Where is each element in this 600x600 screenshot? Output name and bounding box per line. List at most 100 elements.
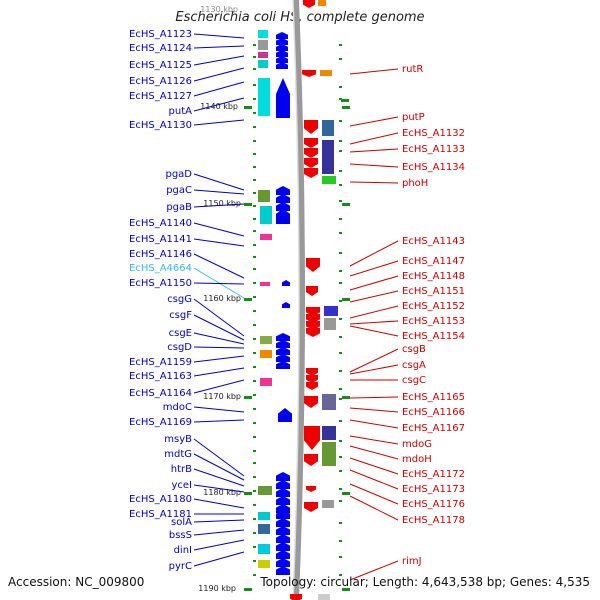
leader-line: [349, 275, 399, 291]
gene-label-right: EcHS_A1166: [402, 407, 465, 418]
tick-mark: [253, 574, 256, 576]
leader-line: [193, 314, 245, 341]
gene-annotation-block: [258, 60, 268, 68]
leader-line: [193, 419, 245, 423]
tick-mark: [253, 68, 256, 70]
gene-label-left: solA: [171, 517, 192, 528]
tick-marks: [244, 44, 350, 591]
gene-annotation-block: [258, 52, 268, 58]
tick-mark: [339, 500, 342, 502]
tick-mark: [339, 282, 342, 284]
reverse-gene-arrow: [304, 454, 318, 466]
gene-label-left: pyrC: [169, 561, 192, 572]
tick-mark: [253, 490, 256, 492]
gene-label-right: EcHS_A1152: [402, 301, 465, 312]
tick-mark: [253, 338, 256, 340]
tick-mark: [339, 574, 342, 576]
forward-gene-arrow: [276, 347, 290, 355]
scale-label: 1160 kbp: [203, 294, 241, 303]
gene-label-right: csgA: [402, 360, 426, 371]
reverse-gene-arrow: [304, 148, 318, 158]
leader-line: [193, 203, 245, 208]
tick-mark: [253, 268, 256, 270]
reverse-gene-arrow: [306, 307, 320, 316]
tick-mark: [339, 440, 342, 442]
tick-mark: [339, 184, 342, 186]
tick-mark: [253, 218, 256, 220]
reverse-gene-arrow: [303, 0, 315, 8]
leader-line: [193, 119, 245, 126]
reverse-gene-arrow: [304, 426, 320, 450]
gene-label-right: EcHS_A1134: [402, 162, 465, 173]
major-tick: [244, 106, 252, 109]
genome-backbone: [293, 0, 305, 600]
tick-mark: [339, 44, 342, 46]
tick-mark: [339, 200, 342, 202]
leader-line: [193, 379, 245, 394]
forward-gene-arrow: [276, 340, 290, 348]
tick-mark: [339, 150, 342, 152]
tick-mark: [339, 336, 342, 338]
forward-gene-arrow: [276, 488, 290, 497]
leader-line: [193, 55, 245, 66]
gene-annotation-block: [324, 318, 336, 330]
gene-annotation-block: [258, 560, 270, 568]
gene-annotation-block: [258, 40, 268, 50]
forward-gene-arrow: [282, 302, 290, 308]
gene-features: [258, 0, 338, 600]
right-gene-labels: rutRputPEcHS_A1132EcHS_A1133EcHS_A1134ph…: [349, 64, 465, 581]
tick-mark: [253, 504, 256, 506]
gene-label-left: msyB: [164, 434, 192, 445]
forward-gene-arrow: [276, 480, 290, 489]
forward-gene-arrow: [276, 566, 290, 575]
tick-mark: [253, 324, 256, 326]
tick-mark: [339, 86, 342, 88]
leader-line: [349, 435, 399, 445]
leader-line: [349, 148, 399, 153]
tick-mark: [339, 120, 342, 122]
gene-annotation-block: [260, 336, 272, 344]
leader-line: [349, 419, 399, 429]
gene-annotation-block: [322, 442, 336, 466]
gene-annotation-block: [318, 0, 326, 6]
tick-mark: [339, 170, 342, 172]
tick-mark: [339, 232, 342, 234]
leader-line: [349, 396, 399, 399]
tick-mark: [339, 420, 342, 422]
gene-annotation-block: [322, 120, 334, 136]
tick-mark: [339, 398, 342, 400]
reverse-gene-arrow: [306, 321, 320, 330]
gene-label-left: EcHS_A1181: [129, 509, 192, 520]
leader-line: [193, 438, 245, 477]
gene-annotation-block: [260, 282, 270, 286]
forward-gene-arrow: [276, 504, 290, 513]
gene-label-right: EcHS_A1133: [402, 144, 465, 155]
forward-gene-arrow: [276, 208, 290, 224]
scale-label: 1190 kbp: [198, 584, 236, 593]
forward-gene-arrow: [276, 333, 290, 341]
tick-mark: [339, 522, 342, 524]
leader-line: [349, 364, 399, 375]
gene-label-left: putA: [169, 106, 193, 117]
tick-mark: [253, 560, 256, 562]
gene-annotation-block: [322, 176, 336, 184]
topology-text: Topology: circular; Length: 4,643,538 bp…: [260, 575, 590, 589]
gene-label-left: EcHS_A1159: [129, 357, 192, 368]
tick-mark: [339, 300, 342, 302]
gene-label-right: EcHS_A1147: [402, 256, 465, 267]
gene-label-left: EcHS_A1141: [129, 234, 192, 245]
scale-label: 1180 kbp: [203, 488, 241, 497]
leader-line: [193, 253, 245, 279]
gene-label-left: pgaC: [166, 185, 192, 196]
forward-gene-arrow: [282, 280, 290, 286]
tick-mark: [339, 218, 342, 220]
gene-label-left: EcHS_A1123: [129, 29, 192, 40]
gene-label-right: EcHS_A1173: [402, 484, 465, 495]
gene-label-left: csgE: [169, 328, 192, 339]
major-tick: [244, 588, 252, 591]
gene-label-left: mdtG: [164, 449, 192, 460]
scale-label: 1170 kbp: [203, 392, 241, 401]
forward-gene-arrow: [276, 194, 290, 203]
leader-line: [349, 116, 399, 127]
forward-gene-arrow: [276, 472, 290, 481]
